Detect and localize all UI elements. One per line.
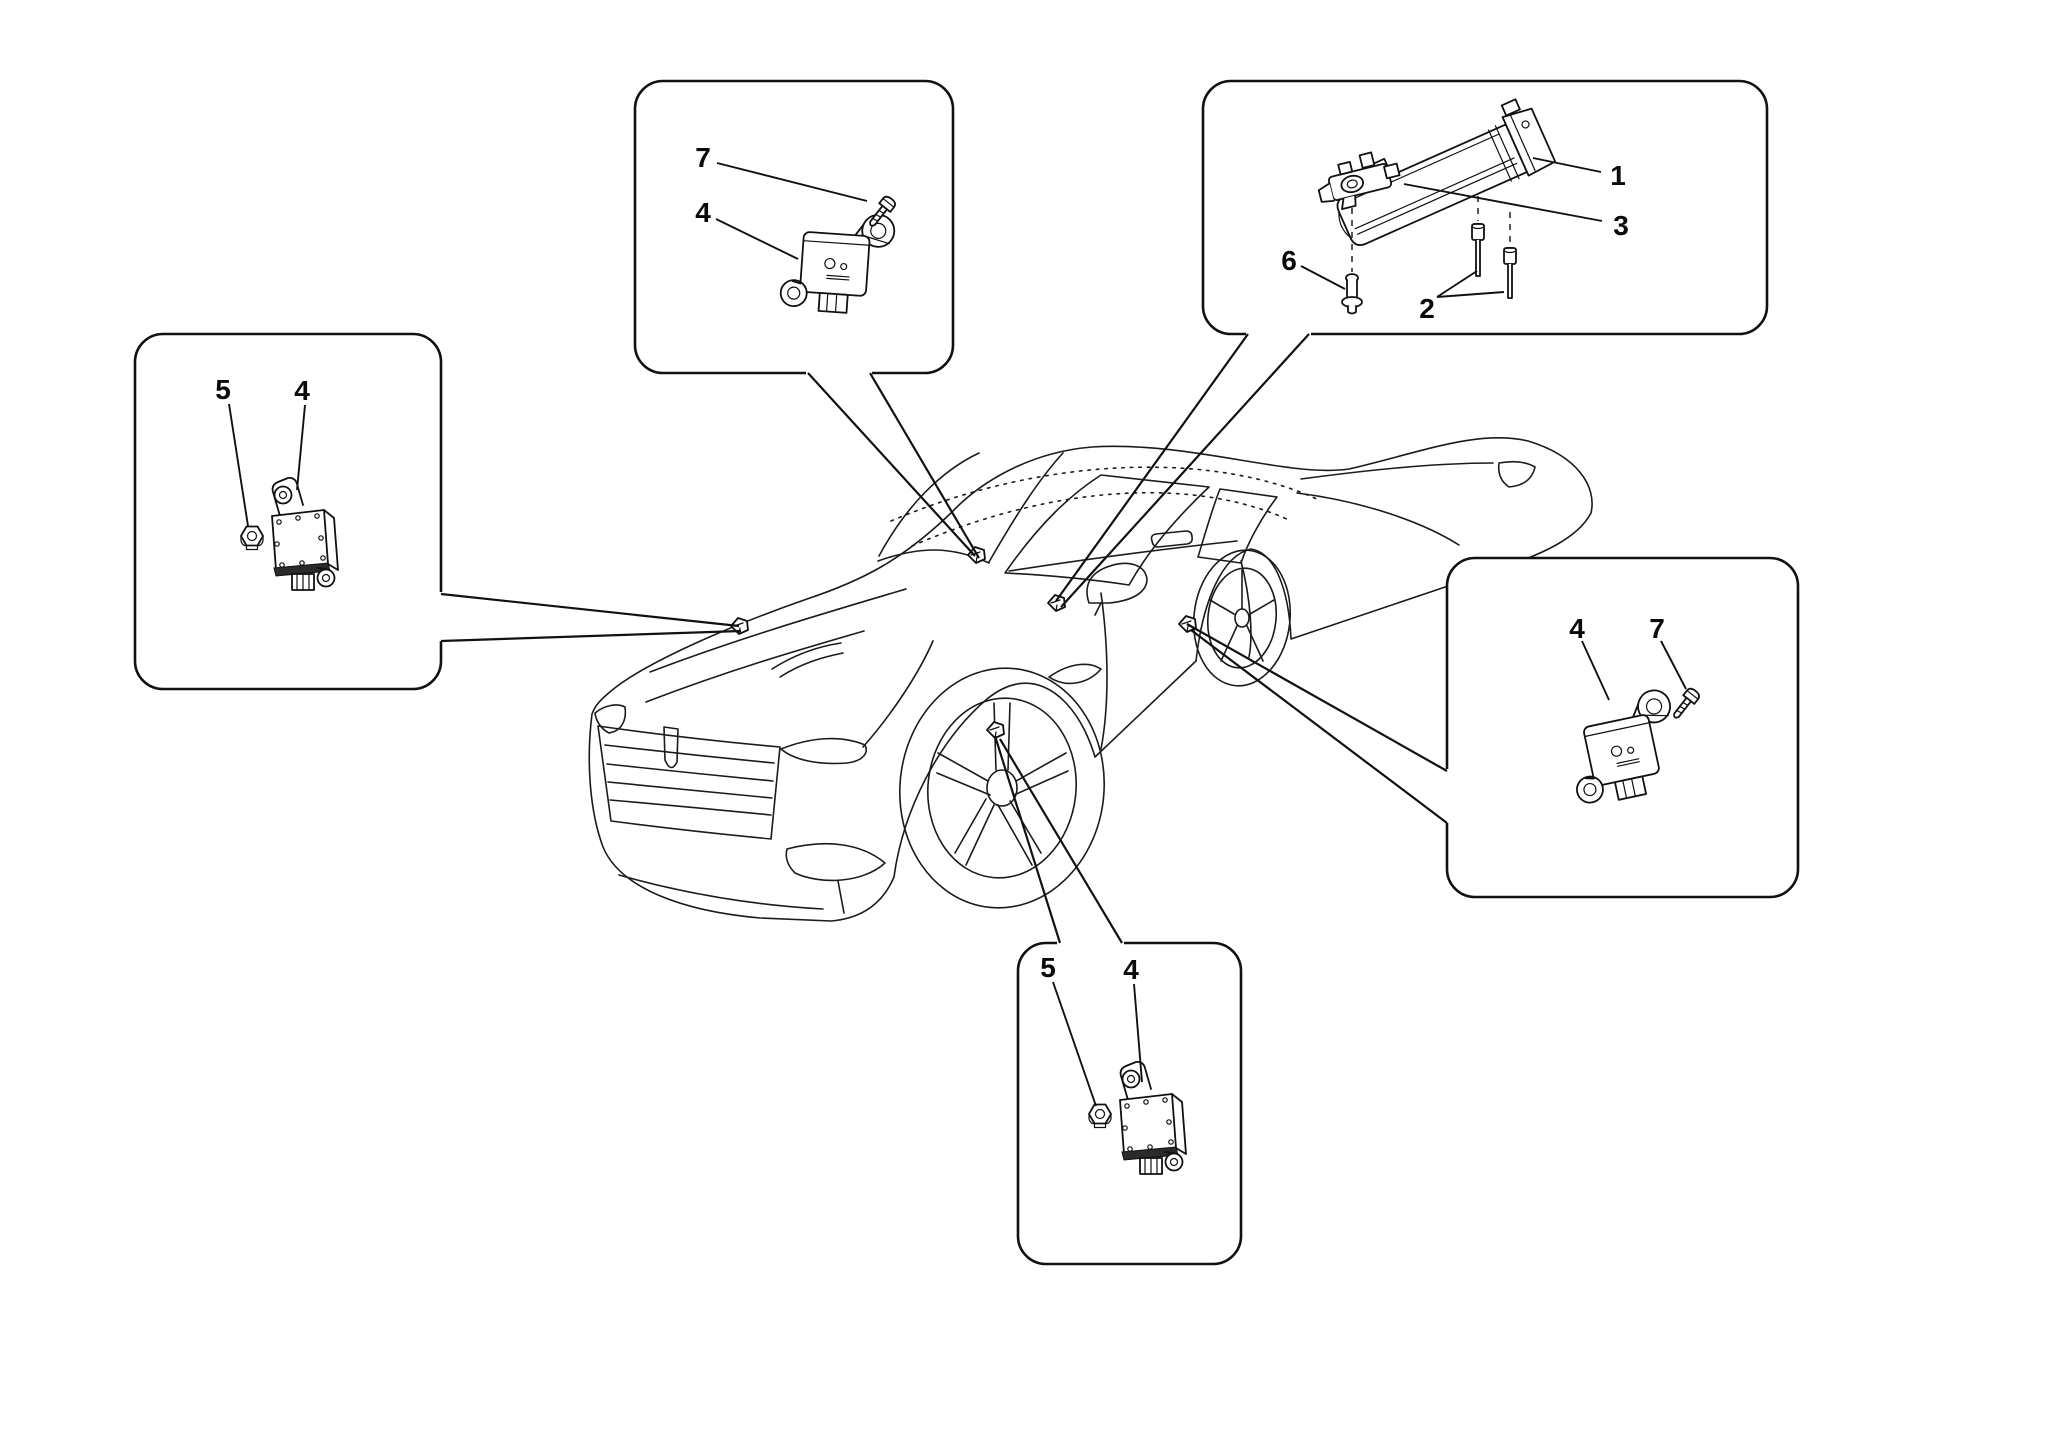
part-label: 6 bbox=[1281, 245, 1297, 276]
part-label: 4 bbox=[695, 197, 711, 228]
part-label: 4 bbox=[294, 375, 310, 406]
rear-wheel-icon bbox=[1192, 549, 1292, 687]
hex-nut-icon bbox=[240, 525, 264, 551]
part-label: 4 bbox=[1569, 613, 1585, 644]
part-label: 5 bbox=[215, 374, 231, 405]
callout-boxes bbox=[133, 79, 1800, 1266]
callout-box-control-unit bbox=[1201, 79, 1769, 336]
part-label: 3 bbox=[1613, 210, 1629, 241]
part-number-labels: 5 4 7 4 1 3 6 2 4 7 5 4 bbox=[215, 142, 1665, 985]
part-label: 7 bbox=[695, 142, 711, 173]
cap-screw-icon bbox=[1503, 246, 1517, 299]
part-label: 1 bbox=[1610, 160, 1626, 191]
car-line-art-icon bbox=[588, 437, 1593, 922]
part-label: 5 bbox=[1040, 952, 1056, 983]
callout-box-windshield-sensor bbox=[633, 79, 955, 375]
cap-screw-icon bbox=[1471, 222, 1485, 277]
grommet-rivet-icon bbox=[1341, 273, 1363, 315]
part-label: 4 bbox=[1123, 954, 1139, 985]
part-label: 7 bbox=[1649, 613, 1665, 644]
mounting-bracket-icon bbox=[1317, 151, 1401, 211]
sensor-location-clip-icon bbox=[986, 721, 1005, 739]
sensor-location-clip-icon bbox=[1047, 594, 1066, 612]
control-unit-group bbox=[1317, 98, 1557, 315]
hex-nut-icon bbox=[1088, 1103, 1112, 1129]
front-wheel-icon bbox=[898, 667, 1106, 909]
callout-leader-lines bbox=[440, 333, 1448, 944]
part-label: 2 bbox=[1419, 293, 1435, 324]
label-leader-lines bbox=[228, 157, 1687, 1107]
